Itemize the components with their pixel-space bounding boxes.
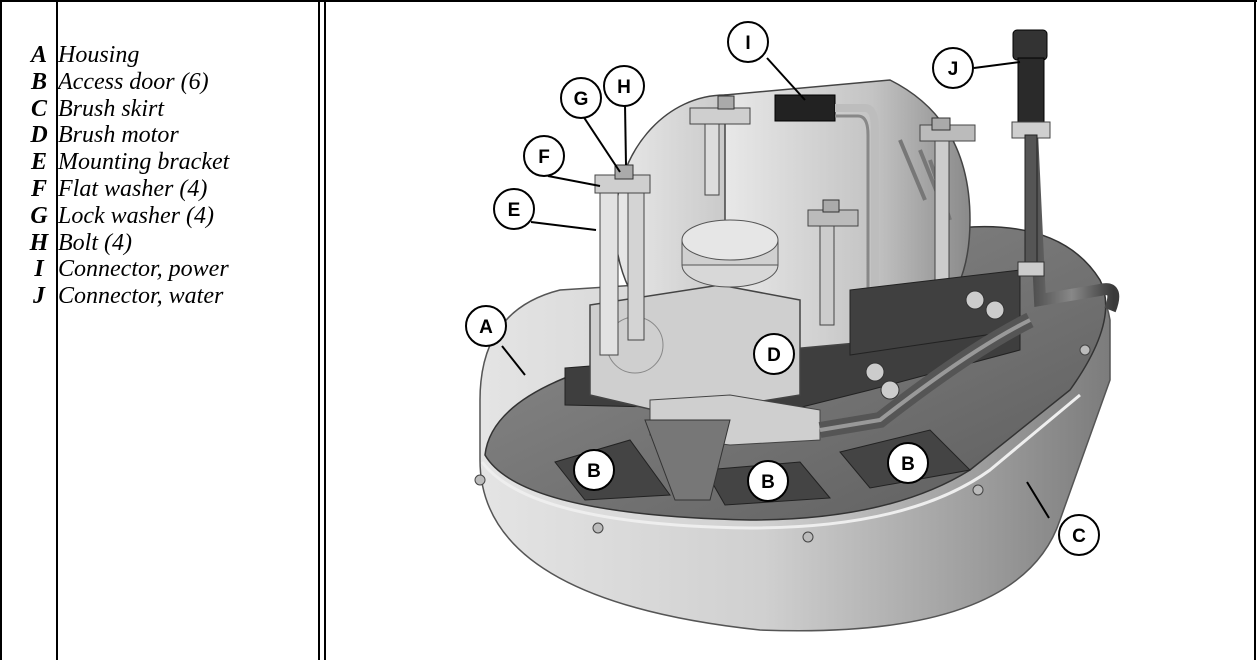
legend-row: C Brush skirt	[20, 96, 229, 123]
callout-i: I	[727, 21, 769, 63]
callout-b-center: B	[747, 460, 789, 502]
legend-key: A	[30, 42, 47, 68]
legend-row: H Bolt (4)	[20, 230, 229, 257]
callout-b-left: B	[573, 449, 615, 491]
column-divider-double-2	[324, 0, 326, 660]
callout-a-label: A	[479, 317, 493, 338]
legend-key: I	[34, 256, 44, 283]
legend-label: Flat washer (4)	[58, 175, 208, 202]
legend-row: E Mounting bracket	[20, 149, 229, 176]
legend-row: F Flat washer (4)	[20, 176, 229, 203]
table-top-border	[0, 0, 1257, 2]
parts-legend: A Housing B Access door (6) C Brush skirt D…	[20, 42, 230, 310]
callout-a: A	[465, 305, 507, 347]
callout-e-label: E	[508, 200, 521, 221]
callout-h-label: H	[617, 77, 631, 98]
legend-label: Brush motor	[58, 122, 179, 149]
callout-b-right-label: B	[901, 454, 915, 475]
callout-b-right: B	[887, 442, 929, 484]
legend-key: B	[30, 68, 47, 95]
legend-label: Lock washer (4)	[58, 202, 214, 229]
legend-label: Connector, power	[58, 256, 229, 283]
callout-d-label: D	[767, 345, 781, 366]
callout-c-label: C	[1072, 526, 1086, 547]
callout-g: G	[560, 77, 602, 119]
legend-label: Connector, water	[58, 283, 224, 310]
callout-b-left-label: B	[587, 461, 601, 482]
table-left-border	[0, 0, 2, 660]
callout-d: D	[753, 333, 795, 375]
legend-label: Access door (6)	[58, 68, 209, 95]
legend-row: A Housing	[20, 42, 229, 69]
callout-j: J	[932, 47, 974, 89]
brush-motor-assembly-diagram: I J G H F E A D	[465, 21, 1120, 632]
callout-e: E	[493, 188, 535, 230]
legend-row: I Connector, power	[20, 256, 229, 283]
column-divider-double-1	[318, 0, 320, 660]
legend-label: Housing	[58, 42, 140, 68]
table-right-border	[1254, 0, 1256, 660]
callout-h: H	[603, 65, 645, 107]
legend-label: Brush skirt	[58, 95, 165, 122]
callout-f: F	[523, 135, 565, 177]
callout-b-center-label: B	[761, 472, 775, 493]
legend-label: Bolt (4)	[58, 229, 132, 256]
legend-row: B Access door (6)	[20, 69, 229, 96]
legend-label: Mounting bracket	[58, 149, 230, 176]
legend-row: G Lock washer (4)	[20, 203, 229, 230]
callout-i-label: I	[745, 33, 750, 54]
legend-key: D	[30, 122, 48, 149]
legend-key: C	[30, 95, 47, 122]
callout-f-label: F	[538, 147, 550, 168]
column-divider	[56, 0, 58, 660]
legend-key: J	[33, 283, 45, 310]
callout-c: C	[1058, 514, 1100, 556]
machine-illustration	[474, 29, 1120, 632]
callout-leader-lines	[501, 57, 1050, 519]
legend-key: H	[29, 229, 49, 256]
callout-markers: I J G H F E A D	[465, 21, 1100, 556]
legend-row: J Connector, water	[20, 283, 229, 310]
callout-g-label: G	[574, 89, 589, 110]
legend-key: E	[30, 149, 47, 176]
legend-key: F	[30, 175, 47, 202]
legend-key: G	[30, 202, 48, 229]
legend-row: D Brush motor	[20, 122, 229, 149]
callout-j-label: J	[948, 59, 959, 80]
